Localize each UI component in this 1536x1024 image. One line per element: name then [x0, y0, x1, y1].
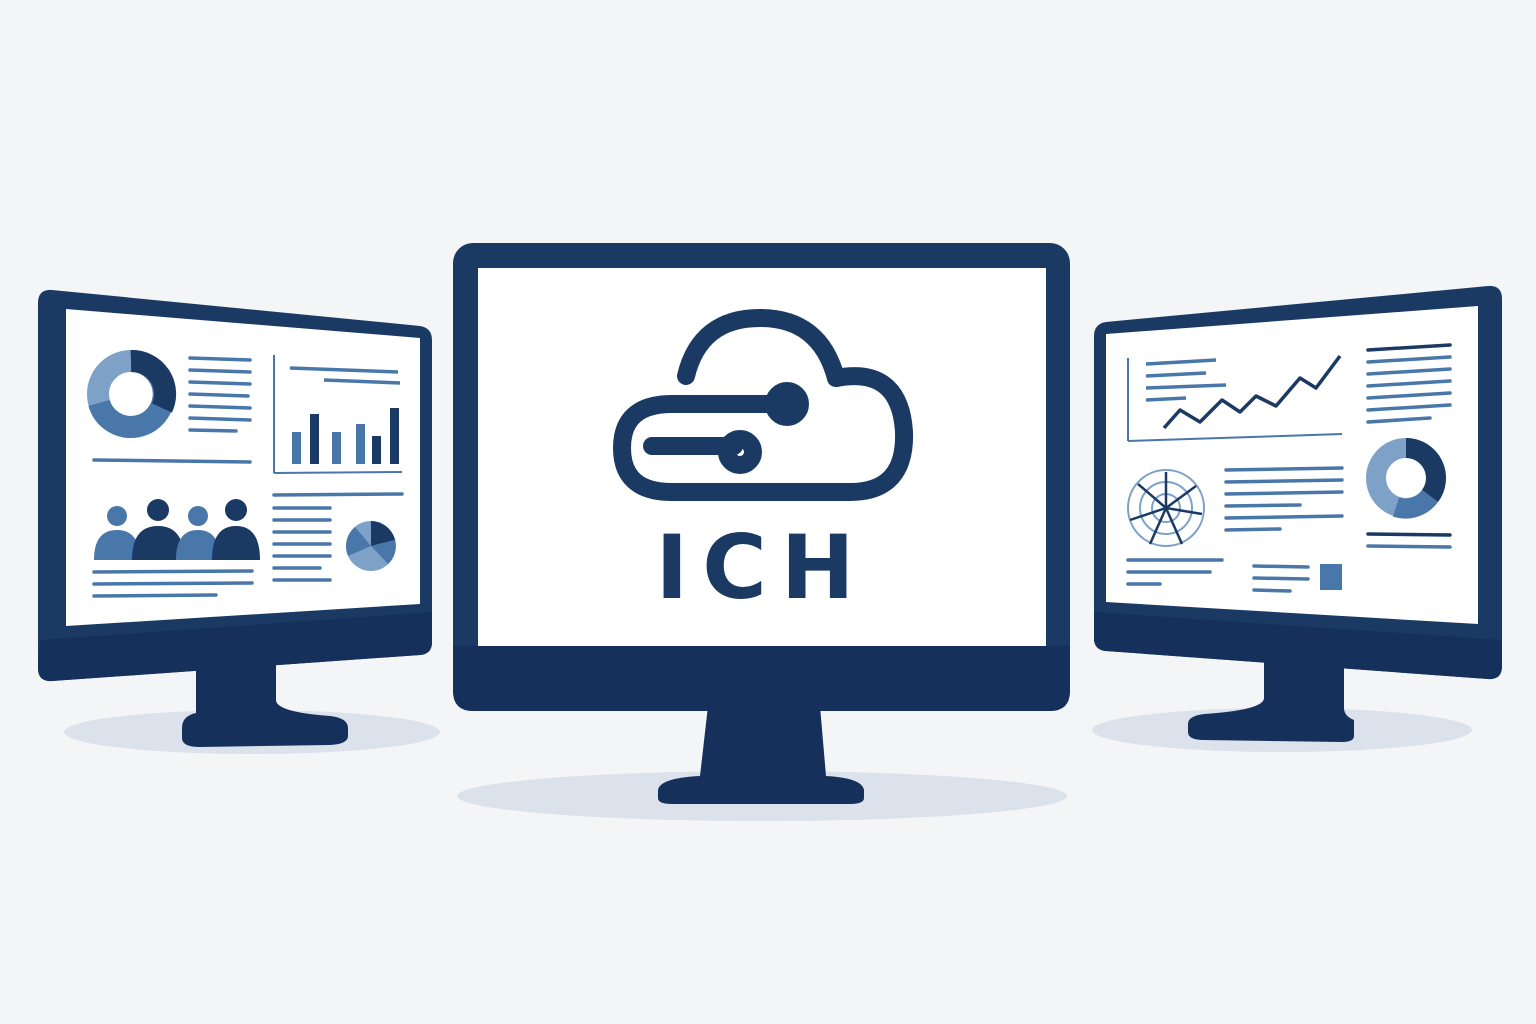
left-monitor — [38, 289, 432, 747]
center-monitor-screen — [478, 268, 1046, 646]
donut-chart-icon — [87, 350, 177, 438]
stat-square — [1320, 564, 1342, 590]
left-monitor-stand — [182, 662, 348, 747]
logo-text: ICH — [656, 516, 869, 619]
cloud-network-icon — [613, 309, 914, 501]
people-group-icon — [94, 499, 260, 560]
right-monitor-stand — [1188, 662, 1354, 742]
line-chart-icon — [1127, 354, 1343, 442]
center-monitor: ICH — [453, 243, 1070, 804]
center-monitor-stand — [658, 706, 864, 804]
donut-chart-icon — [1366, 438, 1446, 519]
bar-chart-icon — [273, 355, 403, 474]
right-monitor — [1094, 285, 1502, 742]
pie-chart-icon — [346, 521, 396, 571]
radar-chart-icon — [1127, 469, 1205, 547]
